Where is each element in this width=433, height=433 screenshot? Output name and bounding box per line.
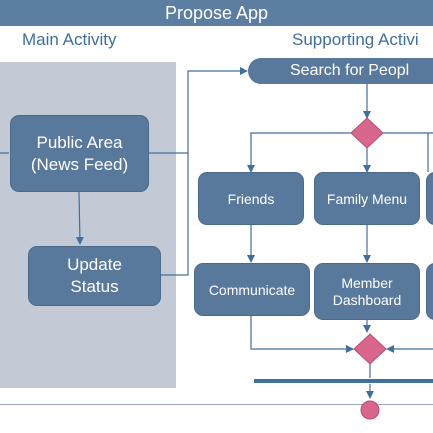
search-for-people-label: Search for Peopl: [290, 62, 410, 79]
connector-update-to-search: [161, 153, 189, 276]
public-area-label-line1: Public Area: [36, 132, 123, 152]
sync-bar: [254, 379, 433, 383]
member-dashboard-node: Member Dashboard: [314, 263, 420, 320]
lane-bottom-divider: [0, 404, 433, 405]
update-status-label-line1: Update: [67, 255, 122, 274]
communicate-node: Communicate: [194, 263, 310, 316]
main-activity-header: Main Activity: [22, 30, 117, 49]
friends-node: Friends: [198, 172, 304, 225]
family-menu-label: Family Menu: [326, 190, 408, 207]
app-title-bar: Propose App: [0, 0, 433, 26]
app-title: Propose App: [164, 3, 269, 23]
update-status-label-line2: Status: [70, 277, 119, 296]
friends-label: Friends: [227, 190, 275, 207]
partial-node-right-top: [426, 172, 433, 225]
merge-diamond: [353, 333, 387, 365]
final-node: [360, 400, 380, 420]
connector-communicate-to-merge: [250, 316, 354, 353]
connector-public-to-search: [149, 67, 248, 154]
communicate-label: Communicate: [208, 281, 296, 298]
decision-diamond: [350, 117, 384, 149]
search-for-people-node: Search for Peopl: [248, 58, 433, 84]
member-dashboard-label-line2: Dashboard: [332, 291, 402, 308]
update-status-node: Update Status: [28, 246, 161, 306]
family-menu-node: Family Menu: [314, 172, 420, 225]
supporting-activity-header: Supporting Activi: [292, 30, 419, 49]
partial-node-right-bottom: [426, 263, 433, 320]
member-dashboard-label-line1: Member: [341, 274, 393, 291]
public-area-node: Public Area (News Feed): [10, 115, 149, 192]
connector-decision-to-friends: [247, 132, 351, 173]
public-area-label-line2: (News Feed): [30, 154, 129, 174]
connector-public-to-update: [75, 191, 84, 245]
